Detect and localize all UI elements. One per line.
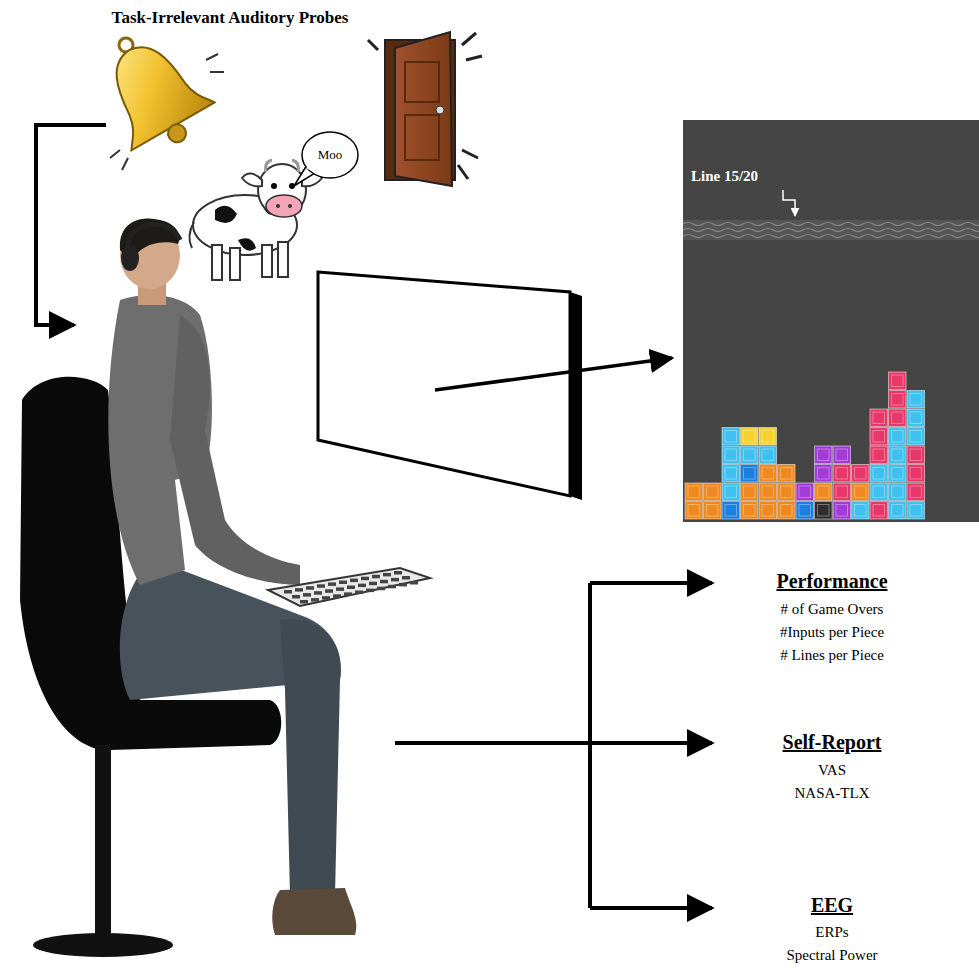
measure-item: # Lines per Piece [702, 647, 962, 664]
measure-item: Spectral Power [702, 947, 962, 964]
measure-item: # of Game Overs [702, 601, 962, 618]
output-bracket [395, 583, 712, 908]
sound-word: Moo [318, 147, 343, 163]
cow-icon [189, 160, 322, 280]
title: Task-Irrelevant Auditory Probes [60, 8, 400, 28]
measure-item: VAS [702, 762, 962, 779]
section-heading: EEG [702, 894, 962, 917]
section-heading: Performance [702, 570, 962, 593]
measure-item: NASA-TLX [702, 785, 962, 802]
bell-icon [81, 15, 223, 165]
screen-arrow [435, 358, 672, 390]
section-heading: Self-Report [702, 731, 962, 754]
bubble-outline [292, 132, 368, 198]
measure-item: #Inputs per Piece [702, 624, 962, 641]
door-icon [368, 32, 482, 186]
measure-item: ERPs [702, 924, 962, 941]
ring-lines [110, 54, 224, 170]
line-counter: Line 15/20 [691, 168, 758, 185]
game-screen: Line 15/20 [683, 120, 979, 522]
probe-bracket [36, 125, 106, 325]
speech-bubble: Moo [302, 132, 358, 178]
keyboard [268, 568, 430, 606]
monitor [318, 272, 582, 500]
